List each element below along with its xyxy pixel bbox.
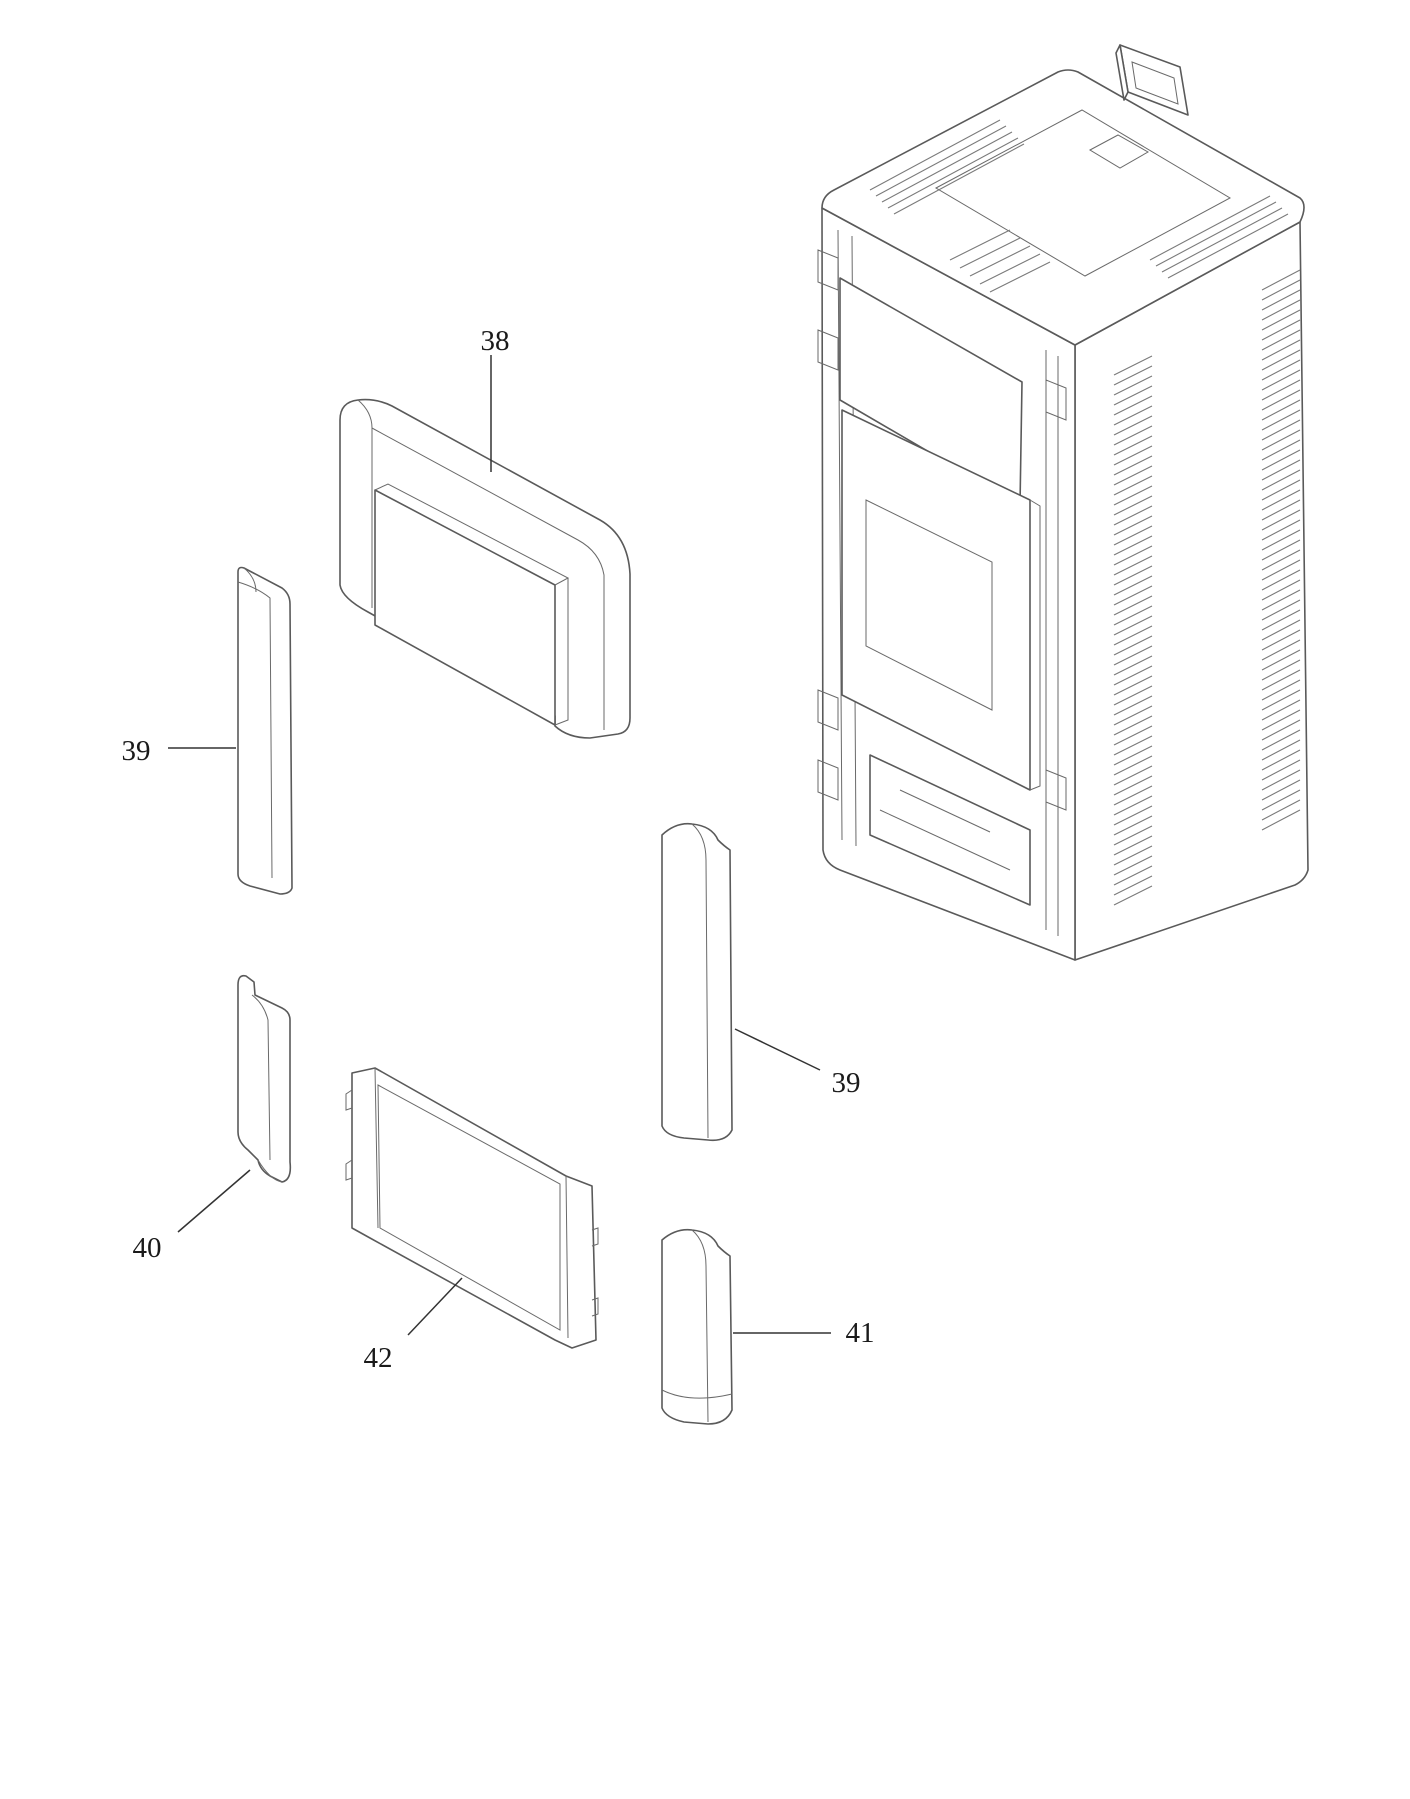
leader-40 <box>177 1169 251 1233</box>
firebox-door <box>841 409 1041 791</box>
top-vent-grille <box>869 119 1289 293</box>
leader-42 <box>407 1277 463 1336</box>
leader-39-right <box>734 1028 821 1071</box>
part-40-side-piece <box>237 974 292 1183</box>
callout-39-left: 39 <box>122 735 151 767</box>
stove-assembly <box>817 44 1309 961</box>
callout-42: 42 <box>364 1342 393 1374</box>
callout-39-right: 39 <box>832 1067 861 1099</box>
control-panel <box>1115 44 1189 116</box>
side-vent-slats <box>1113 269 1301 906</box>
part-38-top-cover <box>339 398 631 739</box>
part-41-lower-column <box>661 1228 733 1425</box>
callouts: 38 39 39 40 42 41 <box>122 325 875 1374</box>
callout-38: 38 <box>481 325 510 357</box>
part-39-right-column <box>661 822 733 1142</box>
callout-40: 40 <box>133 1232 162 1264</box>
callout-41: 41 <box>846 1317 875 1349</box>
leader-lines <box>168 355 831 1336</box>
part-42-front-panel <box>345 1067 599 1349</box>
part-39-left-column <box>237 566 293 895</box>
